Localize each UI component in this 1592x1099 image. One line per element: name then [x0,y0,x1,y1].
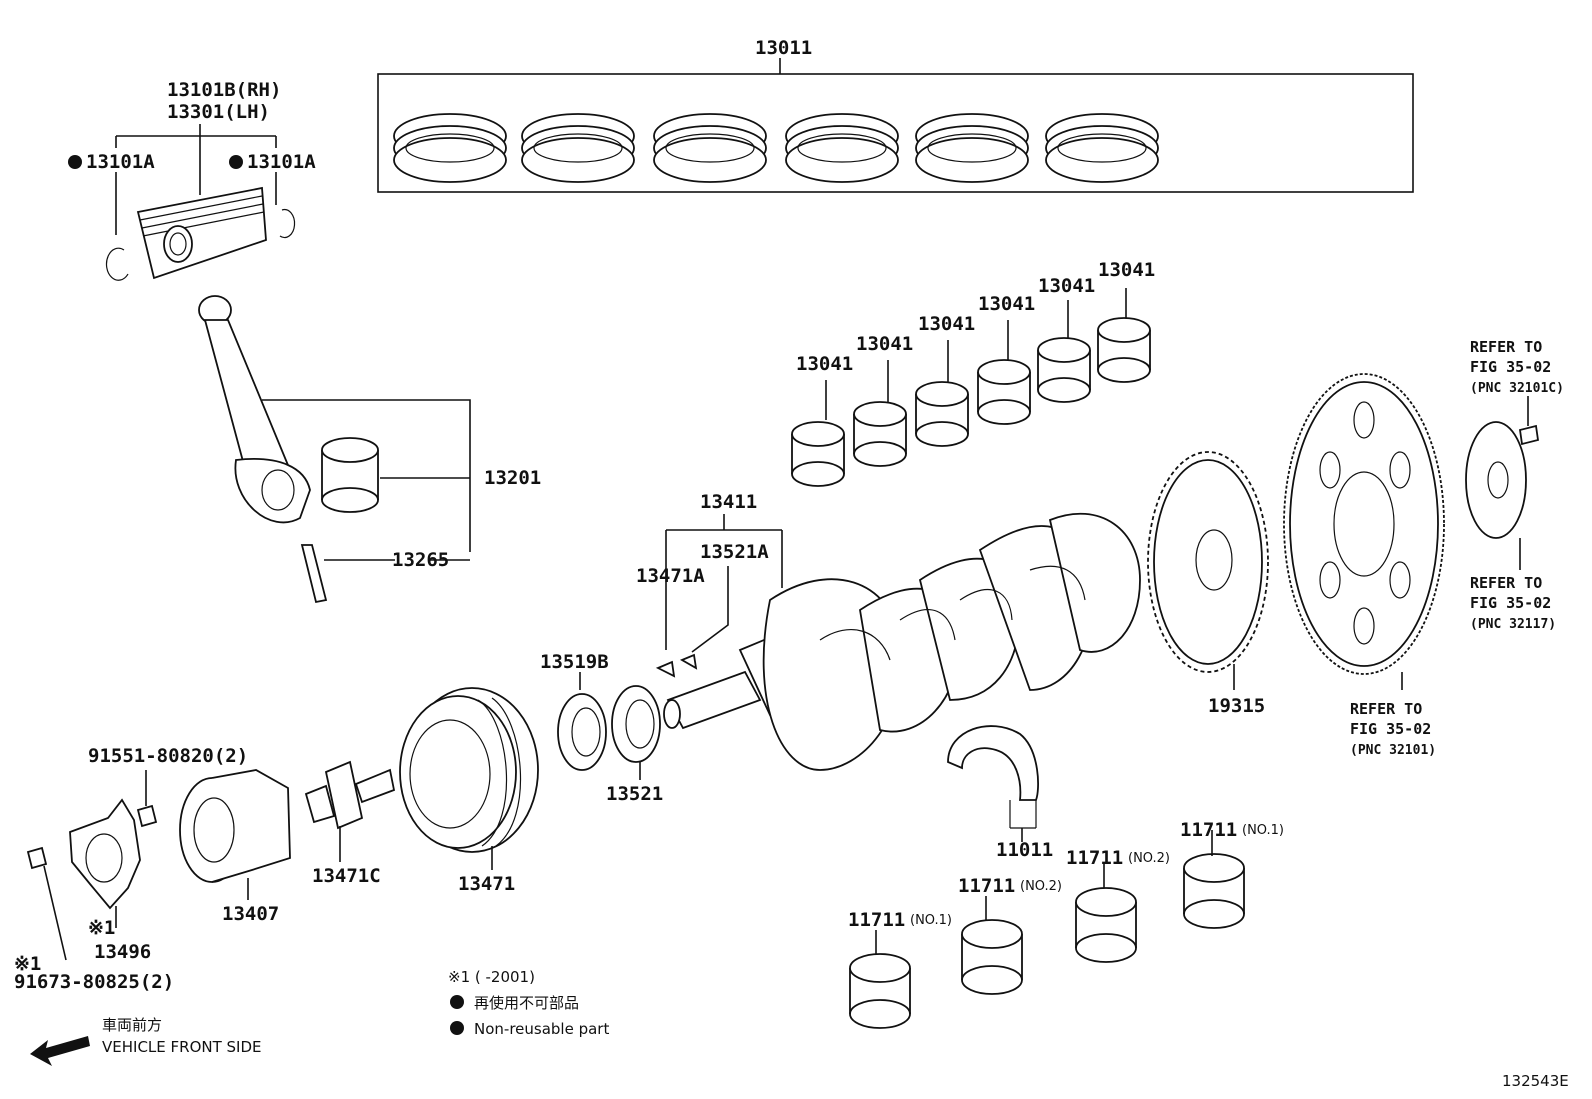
label-11711-a-sub: (NO.1) [910,913,952,928]
label-11011: 11011 [996,839,1053,861]
svg-text:REFER TO: REFER TO [1470,574,1542,592]
connecting-rod [198,295,311,524]
label-13301: 13301(LH) [167,101,270,123]
reinforcement-plate [1465,421,1527,539]
label-91673: 91673-80825(2) [14,971,174,993]
label-13519b: 13519B [540,651,609,673]
label-13521a: 13521A [700,541,769,563]
svg-text:(PNC 32101C): (PNC 32101C) [1470,381,1564,396]
label-13041-4: 13041 [978,293,1035,315]
legend-dot-en [450,1021,464,1035]
label-11711-d-sub: (NO.1) [1242,823,1284,838]
label-13521: 13521 [606,783,663,805]
non-reusable-dot-right [229,155,243,169]
snap-ring-left [105,247,129,281]
drive-plate [1147,451,1269,673]
label-13041-6: 13041 [1098,259,1155,281]
crank-pulley [399,687,539,853]
flywheel [1283,373,1445,675]
label-13041-1: 13041 [796,353,853,375]
plate-13496 [69,798,141,910]
label-13407: 13407 [222,903,279,925]
piston-ring-sets [377,58,1414,193]
label-13265: 13265 [392,549,449,571]
thrust-washer [947,725,1039,829]
svg-text:(PNC 32117): (PNC 32117) [1470,617,1556,632]
svg-text:FIG 35-02: FIG 35-02 [1470,594,1551,612]
svg-text:REFER TO: REFER TO [1350,700,1422,718]
legend-non-reusable-en: Non-reusable part [474,1020,609,1038]
label-13041-2: 13041 [856,333,913,355]
rod-bolt [300,544,328,604]
figure-id: 132543E [1502,1072,1569,1090]
pulley-hub [179,769,291,883]
label-13471a: 13471A [636,565,705,587]
bearing-13201 [321,437,379,513]
bolt-91551 [136,804,158,828]
crankshaft [663,512,1141,771]
legend-non-reusable-jp: 再使用不可部品 [474,994,579,1012]
svg-text:REFER TO: REFER TO [1470,338,1542,356]
ref-32117: REFER TO FIG 35-02 (PNC 32117) [1470,574,1556,632]
label-13411: 13411 [700,491,757,513]
label-13101a-left: 13101A [86,151,155,173]
label-13201: 13201 [484,467,541,489]
label-13041-3: 13041 [918,313,975,335]
svg-text:(PNC 32101): (PNC 32101) [1350,743,1436,758]
non-reusable-dot-left [68,155,82,169]
label-91551: 91551-80820(2) [88,745,248,767]
label-11711-b-sub: (NO.2) [1020,879,1062,894]
key-13521a [679,653,698,670]
label-11711-a: 11711 [848,909,905,931]
label-11711-d: 11711 [1180,819,1237,841]
label-13471c: 13471C [312,865,381,887]
bolt-91673 [26,846,48,870]
label-13496: 13496 [94,941,151,963]
label-11711-c: 11711 [1066,847,1123,869]
front-arrow-icon [30,1036,90,1066]
crank-bearings [849,853,1245,1029]
footnote: ※1 ( -2001) [448,968,535,986]
snap-ring-right [279,208,296,239]
mark-91673: ※1 [14,953,41,975]
gear-13521 [611,685,661,763]
pulley-bolt [304,760,396,830]
label-13101b: 13101B(RH) [167,79,281,101]
label-13041-5: 13041 [1038,275,1095,297]
piston [136,186,267,280]
label-11711-c-sub: (NO.2) [1128,851,1170,866]
gear-13519b [557,693,607,771]
label-19315: 19315 [1208,695,1265,717]
label-11711-b: 11711 [958,875,1015,897]
flywheel-bolt [1518,424,1540,446]
ref-32101c: REFER TO FIG 35-02 (PNC 32101C) [1470,338,1564,396]
legend-dot-jp [450,995,464,1009]
main-bearings-upper [791,317,1151,487]
key-13471a [655,660,676,678]
svg-text:FIG 35-02: FIG 35-02 [1350,720,1431,738]
svg-text:FIG 35-02: FIG 35-02 [1470,358,1551,376]
ref-32101: REFER TO FIG 35-02 (PNC 32101) [1350,700,1436,758]
mark-13496: ※1 [88,917,115,939]
direction-jp: 車両前方 [102,1016,162,1034]
label-13101a-right: 13101A [247,151,316,173]
label-13471: 13471 [458,873,515,895]
label-13011: 13011 [755,37,812,59]
direction-en: VEHICLE FRONT SIDE [102,1038,262,1056]
